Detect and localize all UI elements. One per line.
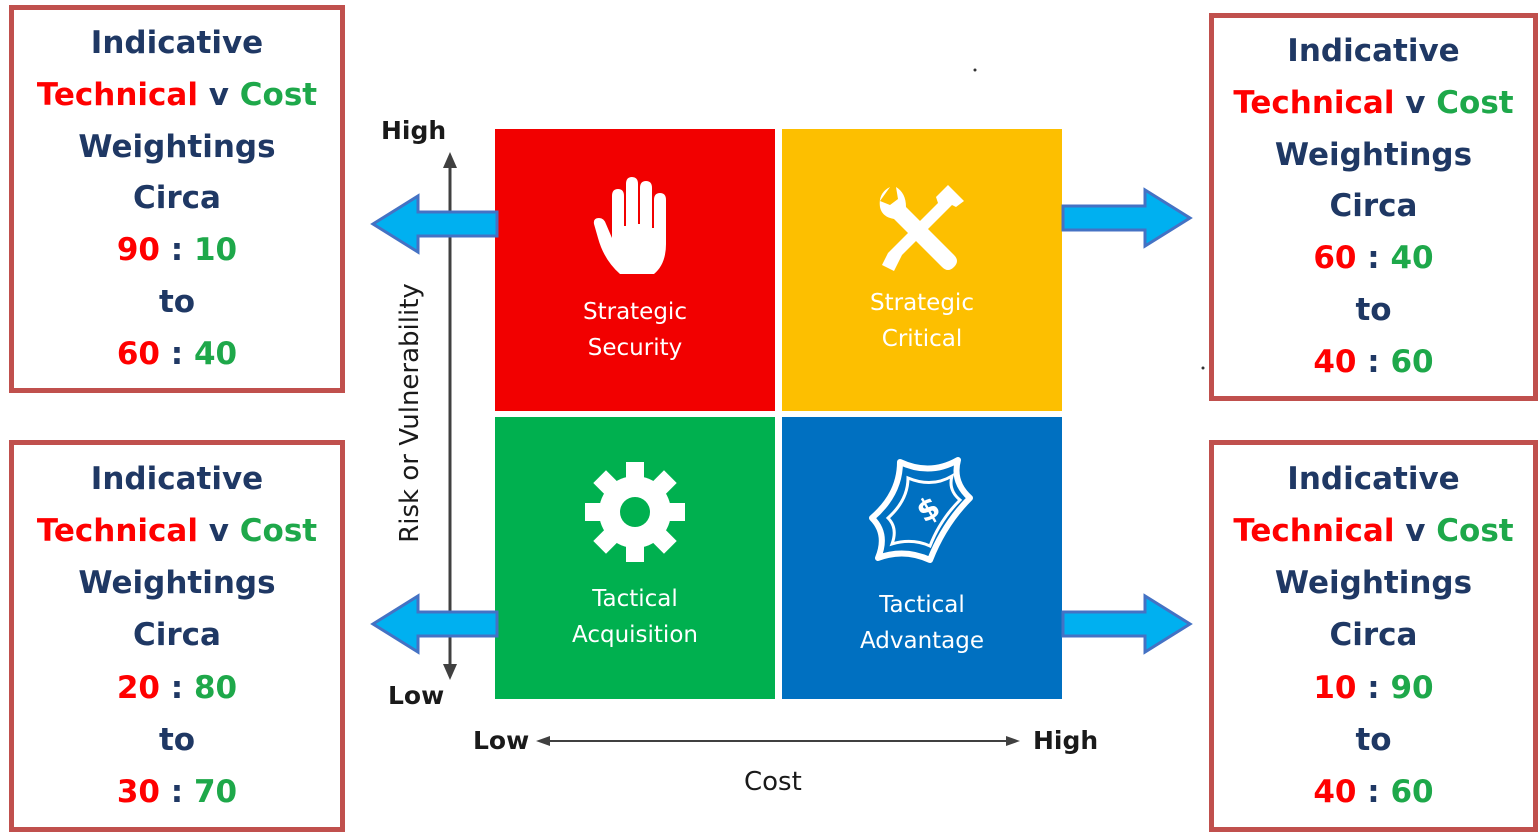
y-axis-low-label: Low [388, 681, 445, 710]
hand-icon [593, 177, 666, 274]
box-to: to [158, 722, 196, 759]
box-title: Indicative [90, 460, 264, 497]
arrow-right-bottom [1061, 593, 1193, 655]
x-axis-line [536, 736, 1020, 746]
weighting-box-bottom-left: Indicative Technical v Cost Weightings C… [9, 440, 345, 832]
weighting-box-top-left: Indicative Technical v Cost Weightings C… [9, 5, 345, 393]
x-axis-title: Cost [744, 767, 802, 797]
arrow-left-top [370, 193, 499, 255]
stray-dot [1201, 366, 1205, 370]
y-axis-title: Risk or Vulnerability [395, 283, 425, 543]
arrow-left-bottom [370, 593, 499, 655]
dollar-bill-icon: $ [869, 457, 973, 563]
quadrant-tactical-acquisition: Tactical Acquisition [495, 417, 775, 699]
box-weightings: Weightings [1274, 136, 1473, 173]
box-ratio-from: 90 : 10 [116, 232, 238, 269]
y-axis-high-label: High [381, 116, 447, 145]
box-technical-v-cost: Technical v Cost [1233, 85, 1514, 122]
box-title: Indicative [1287, 33, 1460, 70]
box-technical-v-cost: Technical v Cost [36, 77, 318, 114]
quadrant-label-line2: Advantage [859, 628, 985, 654]
box-ratio-to: 40 : 60 [1313, 343, 1434, 380]
quadrant-strategic-security: Strategic Security [495, 129, 775, 411]
box-technical-v-cost: Technical v Cost [1233, 512, 1514, 549]
quadrant-label-line1: Tactical [592, 586, 678, 612]
box-title: Indicative [90, 25, 264, 62]
weighting-box-top-right: Indicative Technical v Cost Weightings C… [1209, 13, 1538, 401]
box-circa: Circa [133, 617, 221, 654]
x-axis-high-label: High [1033, 726, 1099, 755]
box-title: Indicative [1287, 460, 1460, 497]
tools-icon [879, 185, 964, 271]
box-ratio-from: 20 : 80 [116, 669, 238, 706]
quadrant-strategic-critical: Strategic Critical [782, 129, 1062, 411]
box-ratio-to: 40 : 60 [1313, 774, 1434, 811]
quadrant-label-line1: Strategic [583, 299, 687, 325]
box-weightings: Weightings [78, 565, 276, 602]
quadrant-label-line1: Tactical [879, 592, 965, 618]
box-to: to [1355, 722, 1392, 759]
box-to: to [158, 283, 196, 320]
box-ratio-from: 60 : 40 [1313, 240, 1434, 277]
x-axis-low-label: Low [473, 726, 530, 755]
box-weightings: Weightings [1274, 565, 1473, 602]
box-circa: Circa [133, 180, 221, 217]
box-circa: Circa [1329, 617, 1418, 654]
quadrant-label-line2: Acquisition [572, 622, 698, 648]
gear-icon [585, 462, 685, 562]
box-ratio-from: 10 : 90 [1313, 669, 1434, 706]
box-technical-v-cost: Technical v Cost [36, 512, 318, 549]
quadrant-label-line2: Security [587, 335, 683, 361]
quadrant-label-line1: Strategic [870, 290, 974, 316]
weighting-box-bottom-right: Indicative Technical v Cost Weightings C… [1209, 440, 1538, 832]
y-axis-line [443, 152, 457, 680]
quadrant-label-line2: Critical [881, 326, 963, 352]
box-weightings: Weightings [78, 128, 276, 165]
quadrant-tactical-advantage: $ Tactical Advantage [782, 417, 1062, 699]
box-ratio-to: 30 : 70 [116, 774, 238, 811]
stray-dot [973, 68, 977, 72]
box-circa: Circa [1329, 188, 1418, 225]
arrow-right-top [1061, 187, 1193, 249]
box-to: to [1355, 291, 1392, 328]
box-ratio-to: 60 : 40 [116, 335, 238, 372]
